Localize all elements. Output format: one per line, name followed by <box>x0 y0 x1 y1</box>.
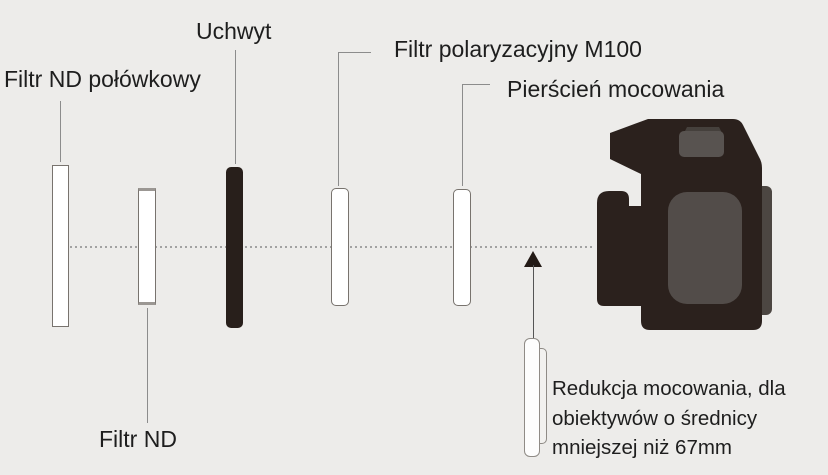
holder-shape <box>226 167 243 328</box>
leader-line-polarizing-horizontal <box>338 52 371 53</box>
half-nd-filter-shape <box>52 165 69 327</box>
label-holder: Uchwyt <box>196 18 272 44</box>
mounting-ring-shape <box>453 189 471 306</box>
viewfinder-eyepiece <box>679 131 724 157</box>
label-half-nd-filter: Filtr ND połówkowy <box>4 66 201 92</box>
leader-line-polarizing-vertical <box>338 52 339 186</box>
nd-filter-shape <box>138 188 156 305</box>
leader-line-nd-filter <box>147 308 148 423</box>
leader-line-mounting-ring-horizontal <box>462 84 490 85</box>
label-mounting-ring: Pierścień mocowania <box>507 76 725 102</box>
optical-axis-dotted-line <box>60 246 595 248</box>
label-mount-reduction: Redukcja mocowania, dla obiektywów o śre… <box>552 374 786 463</box>
label-mount-reduction-line1: Redukcja mocowania, dla <box>552 377 786 400</box>
camera-grip <box>668 192 742 304</box>
label-mount-reduction-line2: obiektywów o średnicy <box>552 406 758 430</box>
label-polarizing-filter: Filtr polaryzacyjny M100 <box>394 36 642 62</box>
leader-line-holder <box>235 50 236 164</box>
label-nd-filter: Filtr ND <box>99 426 177 452</box>
reduction-adapter-shape <box>524 338 540 457</box>
up-arrow-line <box>533 265 534 338</box>
leader-line-half-nd-filter <box>60 101 61 162</box>
polarizing-filter-shape <box>331 188 349 306</box>
up-arrow-icon <box>524 251 542 267</box>
label-mount-reduction-line3: mniejszej niż 67mm <box>552 436 732 459</box>
leader-line-mounting-ring-vertical <box>462 84 463 186</box>
